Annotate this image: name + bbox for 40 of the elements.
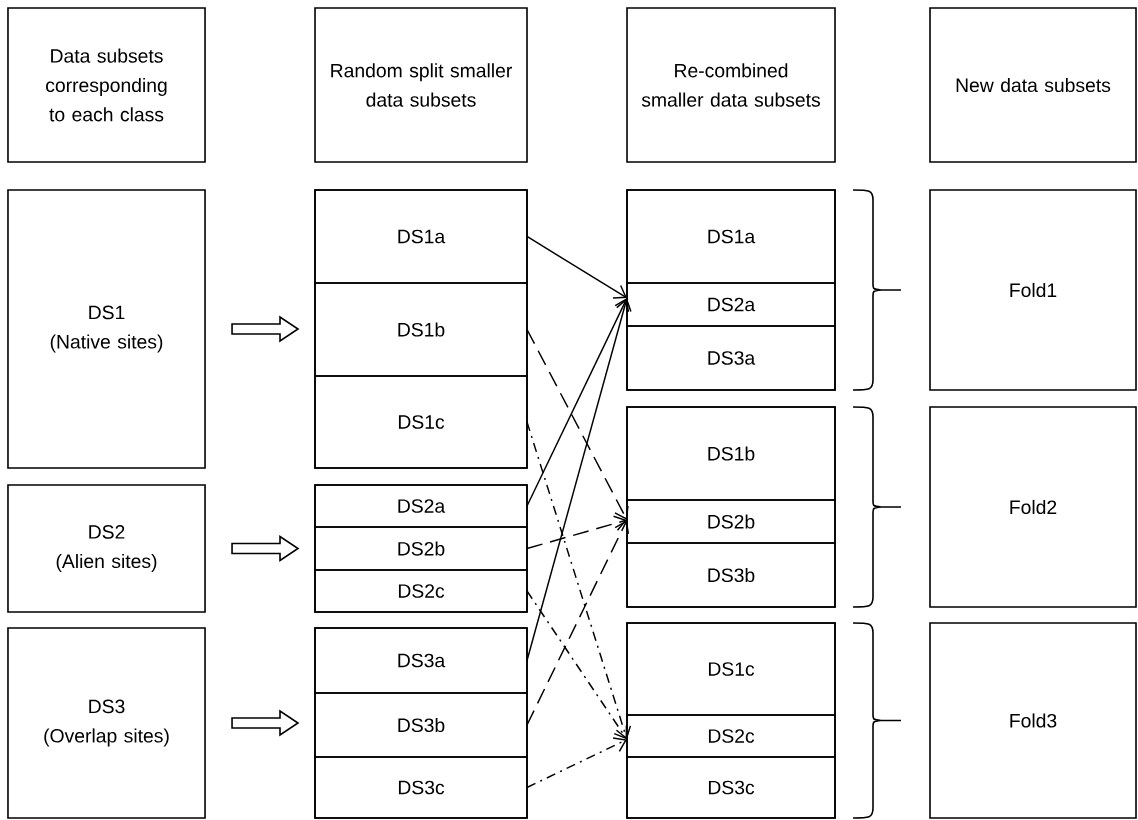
subset-box: DS2c — [626, 714, 836, 758]
subset-box: DS3b — [626, 542, 836, 608]
subset-box: DS2b — [314, 526, 528, 571]
subset-box: DS3a — [314, 627, 528, 694]
class-box: DS1 (Native sites) — [7, 189, 206, 469]
arrow — [526, 737, 627, 789]
header-box: Random split smaller data subsets — [314, 7, 528, 163]
fold-box: Fold2 — [929, 406, 1137, 608]
fold-box: Fold3 — [929, 622, 1137, 819]
subset-box: DS3b — [314, 692, 528, 758]
subset-box: DS2a — [314, 484, 528, 528]
arrow — [526, 520, 630, 726]
arrow — [526, 235, 627, 299]
hollow-arrow — [231, 709, 300, 737]
subset-box: DS3c — [626, 756, 836, 819]
subset-box: DS2c — [314, 569, 528, 613]
header-box: New data subsets — [929, 7, 1137, 163]
hollow-arrow — [231, 535, 300, 562]
arrow — [526, 421, 632, 740]
subset-box: DS1b — [314, 282, 528, 377]
hollow-arrow — [231, 315, 300, 343]
subset-box: DS2b — [626, 499, 836, 544]
subset-box: DS1c — [314, 375, 528, 469]
subset-box: DS1c — [626, 622, 836, 716]
header-box: Data subsets corresponding to each class — [7, 7, 206, 163]
subset-box: DS1b — [626, 406, 836, 501]
class-box: DS2 (Alien sites) — [7, 484, 206, 613]
subset-box: DS2a — [626, 282, 836, 327]
subset-box: DS1a — [314, 189, 528, 284]
class-box: DS3 (Overlap sites) — [7, 627, 206, 819]
subset-box: DS3c — [314, 756, 528, 819]
arrow — [526, 298, 632, 662]
arrow — [526, 298, 630, 507]
header-box: Re-combined smaller data subsets — [626, 7, 836, 163]
subset-box: DS3a — [626, 325, 836, 391]
fold-box: Fold1 — [929, 189, 1137, 391]
subset-box: DS1a — [626, 189, 836, 284]
arrow — [526, 590, 628, 740]
arrow — [526, 328, 629, 520]
arrow — [526, 515, 627, 550]
